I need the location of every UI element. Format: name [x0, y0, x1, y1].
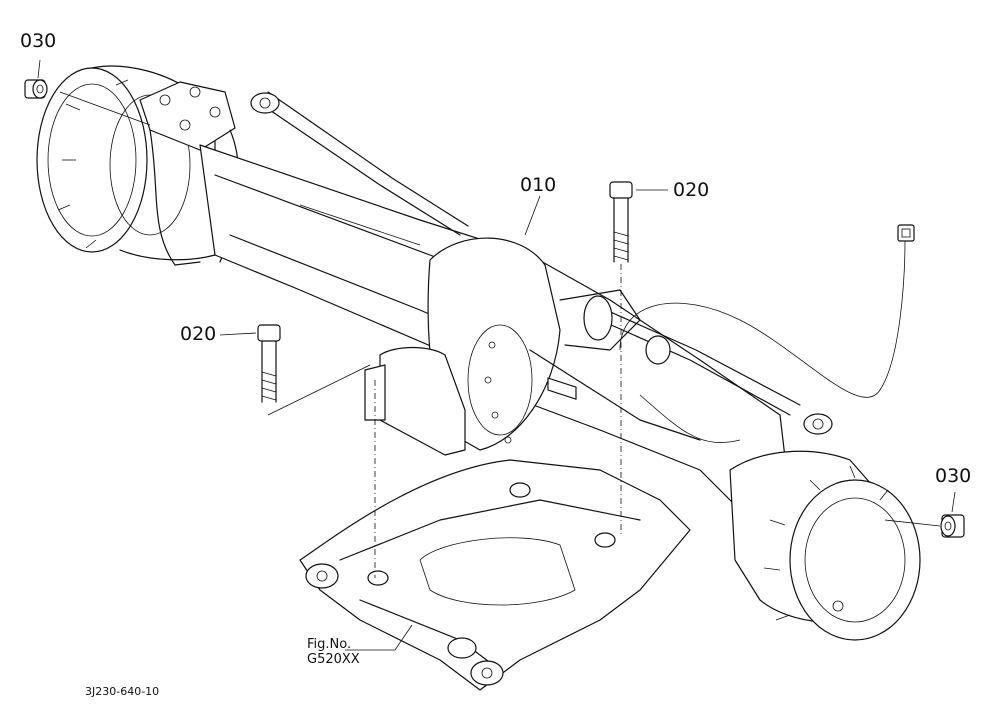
sensor-wire	[619, 224, 915, 443]
callout-020-lower: 020	[180, 323, 217, 345]
bolt-upper	[609, 181, 633, 263]
callout-030-left: 030	[20, 30, 57, 52]
left-knuckle	[139, 81, 240, 266]
right-nut	[940, 514, 965, 538]
drawing-code: 3J230-640-10	[85, 685, 160, 698]
callout-030-right: 030	[935, 465, 972, 487]
figure-reference[interactable]: Fig.No. G520XX	[307, 637, 360, 668]
tie-rod	[250, 91, 833, 435]
callout-020-upper: 020	[673, 179, 710, 201]
bolt-lower	[257, 324, 281, 403]
support-bracket	[364, 346, 466, 456]
mounting-frame	[299, 459, 691, 691]
right-hub	[729, 450, 921, 641]
figure-reference-label: Fig.No.	[307, 637, 352, 652]
assembly-lines	[59, 91, 941, 578]
axle-housing	[199, 144, 791, 511]
figure-reference-number: G520XX	[307, 651, 360, 667]
callout-010: 010	[520, 174, 557, 196]
leader-lines	[37, 59, 956, 651]
left-nut	[24, 79, 48, 99]
